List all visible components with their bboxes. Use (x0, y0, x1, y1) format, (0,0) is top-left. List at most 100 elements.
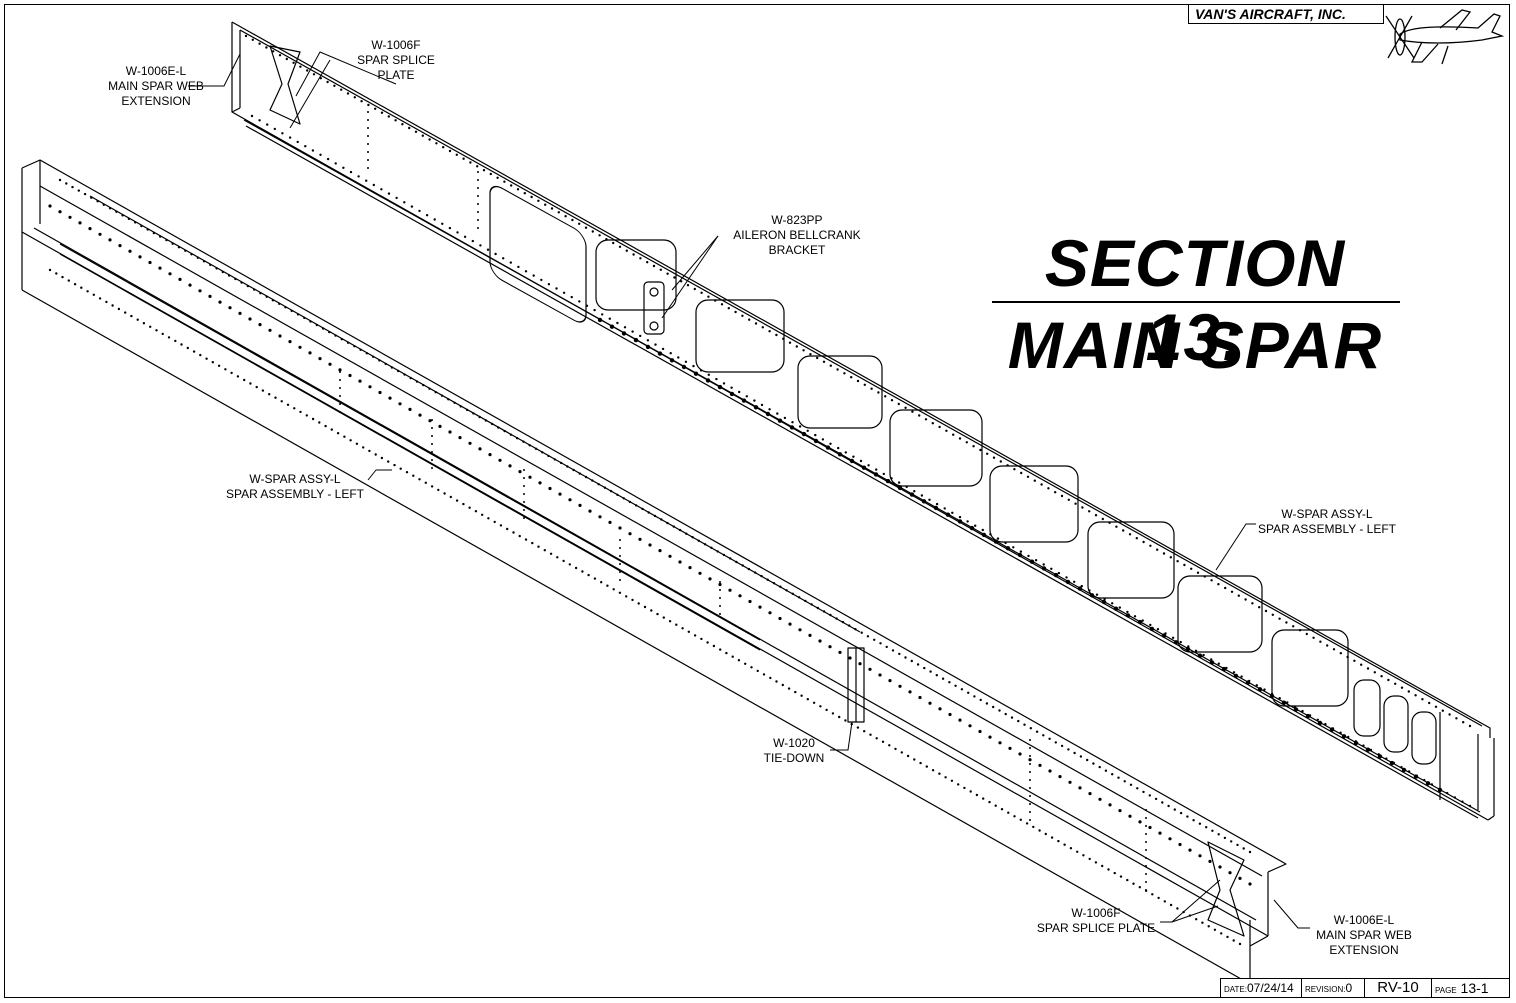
rivet-hole (760, 403, 764, 407)
rivet-hole (1423, 778, 1426, 782)
rivet-hole (1157, 896, 1160, 900)
rivet-hole (837, 452, 843, 457)
rivet-hole (986, 452, 989, 455)
rivet-hole (578, 503, 582, 507)
rivet-hole (693, 287, 696, 291)
rivet-hole (890, 477, 893, 480)
rivet-hole (1263, 688, 1266, 691)
rivet-hole (367, 167, 369, 169)
rivet-hole (98, 232, 102, 236)
rivet-hole (105, 300, 108, 304)
rivet-hole (538, 481, 542, 485)
rivet-hole (524, 538, 528, 541)
rivet-hole (809, 353, 812, 356)
rivet-hole (693, 634, 697, 637)
rivet-hole (405, 471, 409, 474)
rivet-hole (1065, 576, 1068, 579)
rivet-hole (666, 272, 669, 275)
rivet-hole (750, 666, 753, 669)
callout-splice-plate-bottom: W-1006F SPAR SPLICE PLATE (1030, 906, 1162, 936)
rivet-hole (192, 350, 196, 353)
rivet-hole (994, 804, 997, 807)
rivet-hole (1151, 893, 1154, 896)
rivet-hole (747, 567, 751, 571)
rivet-hole (837, 446, 840, 450)
rivet-hole (1029, 739, 1031, 741)
rivet-hole (662, 616, 665, 619)
rivet-hole (908, 690, 912, 694)
callout-part-number: W-1006F (1071, 906, 1121, 920)
rivet-hole (458, 436, 462, 440)
rivet-hole (660, 518, 663, 521)
rivet-hole (1029, 803, 1031, 805)
rivet-hole (1217, 833, 1220, 836)
rivet-hole (691, 536, 694, 539)
rivet-hole (608, 317, 611, 320)
rivet-hole (355, 442, 359, 445)
rivet-hole (861, 465, 867, 470)
rivet-hole (1026, 475, 1030, 478)
rivet-hole (754, 322, 758, 325)
rivet-hole (591, 230, 594, 233)
rivet-hole (408, 126, 411, 130)
rivet-hole (509, 433, 513, 436)
rivet-hole (503, 429, 506, 433)
rivet-hole (199, 353, 202, 357)
rivet-hole (918, 695, 922, 700)
rivet-hole (646, 339, 650, 342)
rivet-hole (205, 357, 208, 360)
rivet-hole (768, 611, 772, 615)
rivet-hole (328, 362, 332, 366)
rivet-hole (548, 486, 552, 491)
rivet-hole (1029, 819, 1031, 821)
rivet-hole (1025, 822, 1029, 825)
rivet-hole (1138, 820, 1142, 824)
rivet-hole (272, 50, 275, 53)
rivet-hole (1038, 763, 1042, 768)
rivet-hole (843, 372, 846, 375)
rivet-hole (1128, 814, 1132, 818)
rivet-hole (609, 324, 615, 329)
rivet-hole (1023, 723, 1026, 726)
rivet-hole (477, 203, 479, 205)
rivet-hole (1048, 737, 1051, 740)
rivet-hole (1053, 572, 1059, 578)
rivet-hole (1038, 829, 1041, 832)
callout-description: MAIN SPAR WEB (1316, 928, 1412, 942)
rivet-hole (717, 384, 723, 390)
rivet-hole (362, 446, 365, 449)
rivet-hole (298, 345, 302, 349)
rivet-hole (765, 411, 771, 417)
rivet-hole (255, 385, 258, 389)
rivet-hole (738, 594, 742, 598)
rivet-hole (1278, 617, 1281, 620)
rivet-hole (838, 650, 842, 655)
rivet-hole (1168, 837, 1172, 841)
rivet-hole (654, 343, 657, 346)
rivet-hole (873, 472, 879, 477)
rivet-hole (367, 159, 369, 161)
rivet-hole (1034, 559, 1038, 562)
rivet-hole (913, 490, 916, 493)
rivet-hole (1233, 673, 1239, 679)
rivet-hole (342, 166, 345, 169)
rivet-hole (488, 453, 492, 457)
rivet-hole (753, 399, 756, 402)
rivet-hole (168, 272, 172, 276)
rivet-hole (981, 528, 984, 532)
rivet-hole (719, 589, 721, 591)
rivet-hole (534, 447, 538, 450)
rivet-hole (969, 525, 975, 531)
rivet-hole (754, 571, 757, 574)
rivet-hole (856, 726, 860, 729)
rivet-hole (593, 577, 597, 580)
rivet-hole (769, 676, 772, 680)
rivet-hole (698, 571, 702, 575)
rivet-hole (309, 320, 312, 323)
rivet-hole (783, 416, 787, 420)
rivet-hole (1281, 700, 1287, 705)
rivet-hole (597, 317, 603, 323)
rivet-hole (190, 253, 193, 256)
rivet-hole (537, 199, 540, 202)
rivet-hole (623, 326, 627, 329)
